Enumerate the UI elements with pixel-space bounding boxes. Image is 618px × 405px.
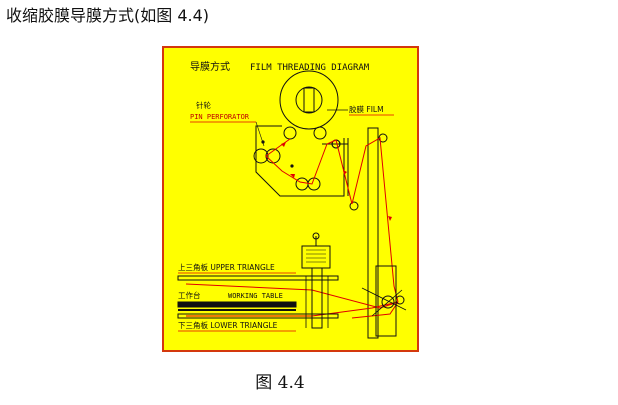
lower-triangle-plate	[177, 313, 339, 319]
dancer-arm-2	[371, 289, 403, 317]
upper-triangle-plate	[177, 275, 339, 281]
machine-housing	[255, 125, 345, 197]
dancer-roller-small	[395, 295, 405, 305]
dancer-arm	[361, 287, 407, 311]
roller-upper-2	[313, 126, 327, 140]
lower-triangle-label: 下三角板 LOWER TRIANGLE	[178, 320, 278, 330]
film-label: 胶膜 FILM	[349, 104, 384, 114]
title-cn: 导膜方式	[190, 60, 230, 73]
guide-pin	[290, 164, 294, 168]
frame-column	[367, 127, 379, 339]
arrow-4	[388, 216, 392, 221]
film-path	[265, 137, 399, 303]
film-roll	[279, 70, 339, 130]
perforator-roller-1	[253, 148, 269, 164]
title-en: FILM THREADING DIAGRAM	[250, 63, 370, 73]
film-roll-hub	[303, 87, 315, 113]
working-table-top	[177, 301, 297, 308]
arrow-1	[281, 142, 286, 147]
film-path-return	[351, 301, 399, 319]
dancer-roller	[381, 295, 395, 309]
crank-knob	[312, 232, 320, 240]
guide-roller-b	[349, 201, 359, 211]
perforator-pin	[261, 140, 265, 144]
triangle-post	[311, 267, 323, 329]
film-roll-core	[295, 86, 323, 114]
figure-caption: 图 4.4	[255, 373, 305, 393]
diagram-canvas: 导膜方式 FILM THREADING DIAGRAM 胶膜 FILM 针轮 P…	[162, 46, 419, 352]
upper-triangle-label: 上三角板 UPPER TRIANGLE	[178, 262, 275, 272]
film-threading-diagram: 导膜方式 FILM THREADING DIAGRAM 胶膜 FILM 针轮 P…	[162, 46, 419, 352]
arrow-3	[343, 170, 347, 175]
arrow-2	[290, 174, 295, 178]
working-table-base	[178, 309, 296, 311]
film-path-upper	[185, 283, 399, 309]
pin-perforator-cn: 针轮	[196, 100, 211, 110]
pin-perforator-en: PIN PERFORATOR	[190, 113, 250, 121]
working-table-cn: 工作台	[178, 290, 201, 300]
working-table-en: WORKING TABLE	[228, 292, 283, 300]
page-heading: 收缩胶膜导膜方式(如图 4.4)	[6, 6, 210, 25]
